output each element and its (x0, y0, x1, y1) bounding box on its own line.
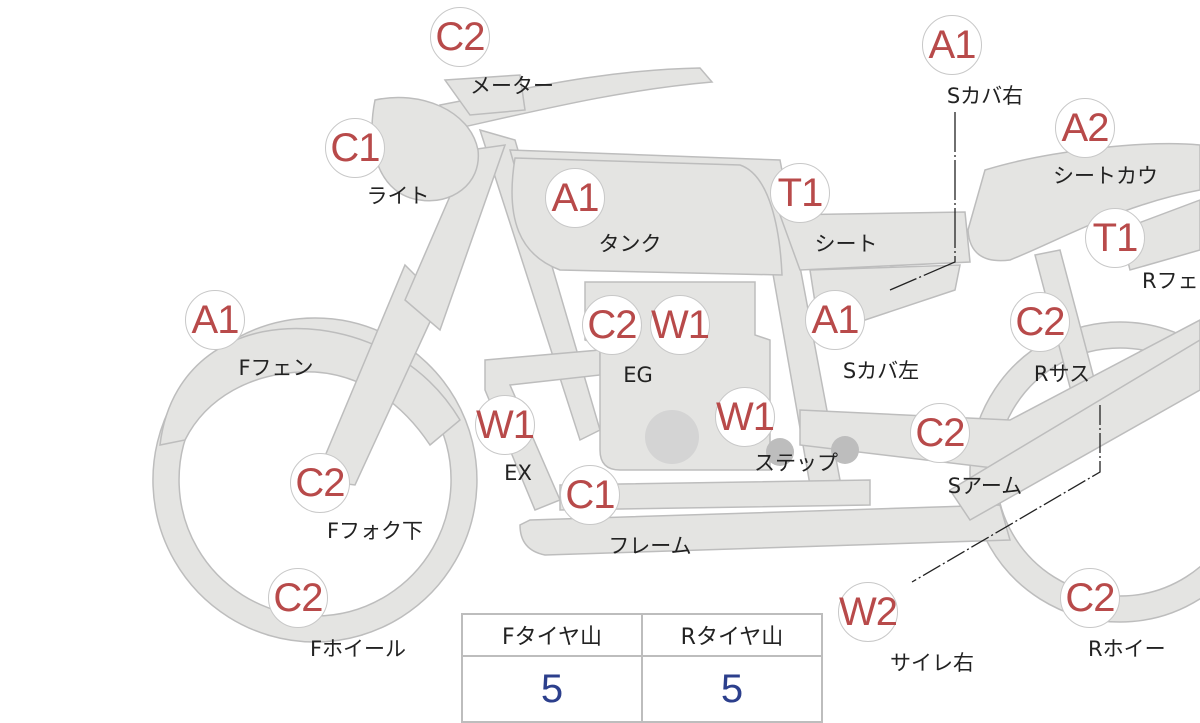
part-label: シート (814, 232, 878, 256)
part-label: ステップ (754, 451, 838, 475)
part-label: メーター (470, 74, 554, 98)
part-label: Sカバ左 (842, 359, 920, 383)
condition-badge[interactable]: C2 (290, 453, 350, 513)
front-tire-value: 5 (461, 655, 643, 723)
rear-tire-header: Rタイヤ山 (641, 613, 823, 657)
part-label: Rサス (1033, 362, 1091, 386)
leader-line-side-cover-right (889, 112, 956, 291)
condition-badge[interactable]: A1 (545, 168, 605, 228)
part-label: サイレ右 (890, 651, 974, 675)
part-label: Sアーム (947, 474, 1023, 498)
part-label: Sカバ右 (946, 84, 1024, 108)
leader-line-silencer-right (911, 405, 1101, 583)
step-peg-left (766, 438, 794, 466)
meter-shape (443, 74, 526, 116)
part-label: タンク (598, 232, 662, 256)
tire-tread-table: Fタイヤ山 Rタイヤ山 5 5 (461, 613, 823, 723)
front-tire-header: Fタイヤ山 (461, 613, 643, 657)
seat-shape (778, 211, 971, 271)
rear-tire-value: 5 (641, 655, 823, 723)
swing-arm-shape (799, 319, 1200, 471)
part-label: Rホイー (1088, 637, 1166, 661)
condition-badge[interactable]: W2 (838, 582, 898, 642)
condition-badge[interactable]: W1 (650, 295, 710, 355)
condition-badge[interactable]: W1 (715, 387, 775, 447)
condition-badge[interactable]: C2 (268, 568, 328, 628)
part-label: EX (504, 461, 532, 485)
condition-badge[interactable]: A1 (922, 15, 982, 75)
step-peg-right (831, 436, 859, 464)
part-label: Rフェ (1142, 269, 1199, 293)
part-label: シートカウ (1053, 164, 1158, 188)
condition-badge[interactable]: C2 (430, 7, 490, 67)
part-label: Fフェン (238, 356, 314, 380)
condition-badge[interactable]: A2 (1055, 98, 1115, 158)
condition-badge[interactable]: C2 (910, 403, 970, 463)
part-label: EG (623, 363, 653, 387)
condition-badge[interactable]: C2 (1060, 568, 1120, 628)
condition-badge[interactable]: C2 (582, 295, 642, 355)
condition-badge[interactable]: A1 (805, 290, 865, 350)
part-label: Fフォク下 (326, 519, 424, 543)
condition-badge[interactable]: C2 (1010, 292, 1070, 352)
condition-badge[interactable]: A1 (185, 290, 245, 350)
part-label: Fホイール (309, 637, 407, 661)
condition-badge[interactable]: C1 (325, 118, 385, 178)
part-label: ライト (366, 184, 430, 208)
condition-badge[interactable]: C1 (560, 465, 620, 525)
engine-case-circle (645, 410, 699, 464)
condition-badge[interactable]: T1 (1085, 208, 1145, 268)
part-label: フレーム (608, 534, 692, 558)
condition-badge[interactable]: T1 (770, 163, 830, 223)
condition-badge[interactable]: W1 (475, 395, 535, 455)
